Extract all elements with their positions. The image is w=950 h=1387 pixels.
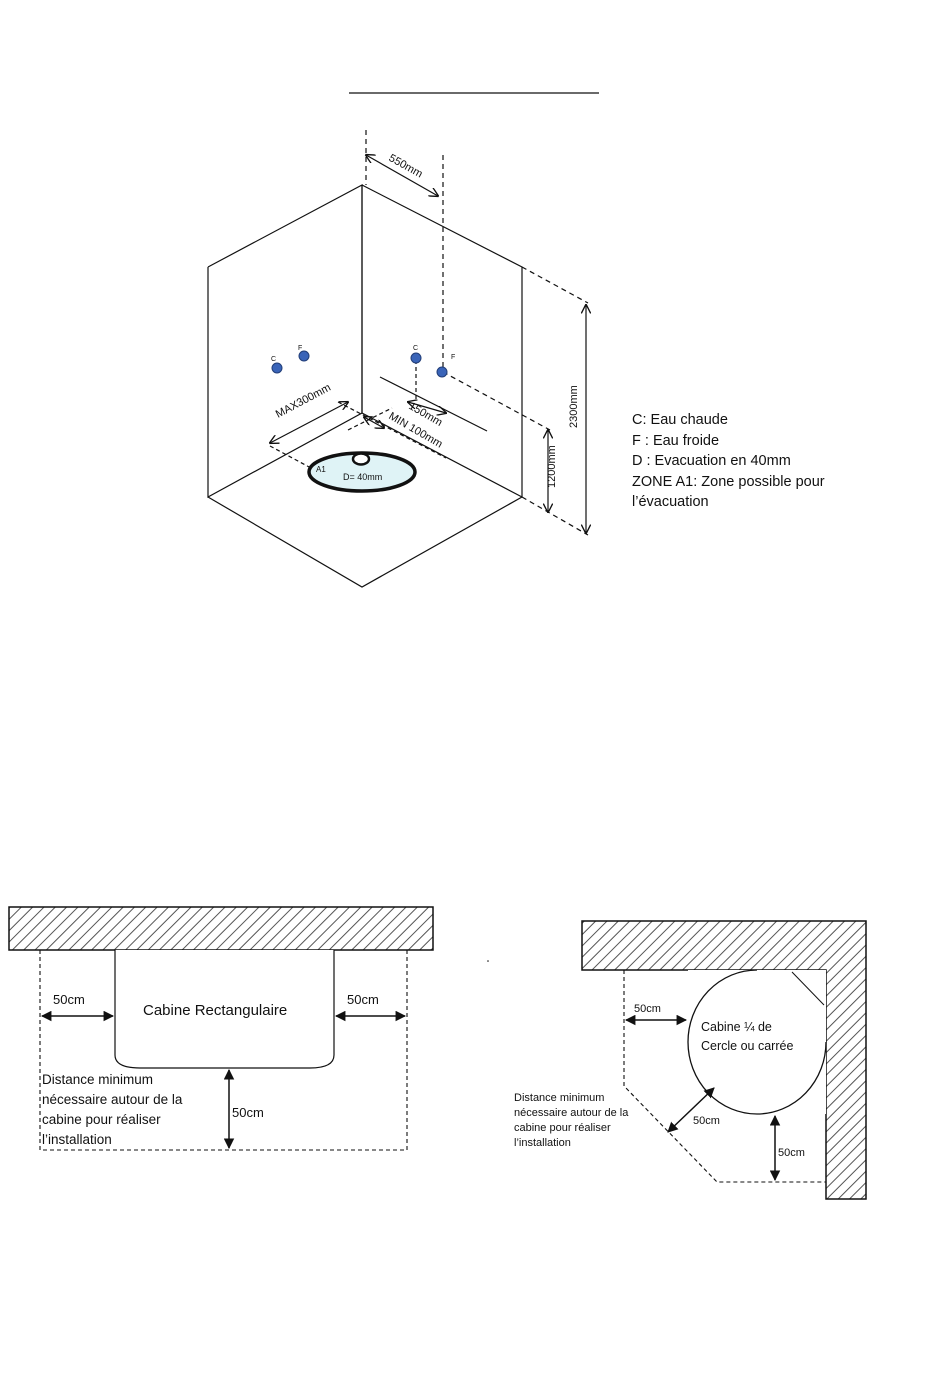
dim-1200-label: 1200mm [546,445,558,488]
rect-cabin-outline [114,950,335,1069]
dim-150-arrow [408,402,446,413]
height-bottom-dash [521,496,589,536]
right-wall [361,184,523,497]
rect-dim-front-label: 50cm [232,1105,264,1120]
rect-note: Distance minimum nécessaire autour de la… [42,1072,183,1147]
pipe-hot-left-label: C [271,356,276,363]
rect-cabin-plan [8,906,434,1151]
corner-cabin-title-line: Cabine ¼ de [701,1020,772,1034]
rect-cabin-title: Cabine Rectangulaire [143,1002,287,1019]
corner-dim-left-label: 50cm [634,1003,661,1015]
corner-cabin-title-line: Cercle ou carrée [701,1039,793,1053]
drain-label: D= 40mm [343,472,382,482]
corner-note-line: Distance minimum [514,1092,604,1104]
dim-max-arrow [270,402,348,443]
rect-wall-hatch [8,906,434,951]
floor [207,496,523,588]
pipe-hot-left-dot [271,362,283,374]
dim-550-arrow [366,155,438,196]
dim-min-arrow [364,417,384,428]
left-wall [207,184,363,499]
pipe-cold-left-dot [298,350,310,362]
stray-dot [487,960,489,962]
corner-dim-bottom-label: 50cm [778,1147,805,1159]
drain-hole [351,452,371,466]
corner-cabin-chord [791,971,825,1006]
rect-dim-left-label: 50cm [53,992,85,1007]
pipe-cold-right-dot [436,366,448,378]
dim-550-label: 550mm [387,152,425,180]
pipe-cold-right-label: F [451,354,455,361]
corner-dim-diag-label: 50cm [693,1115,720,1127]
dim-2300-label: 2300mm [568,385,580,428]
legend-item-cold: F : Eau froide [632,432,720,449]
shower-room-3d [207,130,589,588]
floor-corner [361,412,523,498]
corner-dim-diag-arrow [667,1087,715,1133]
legend-item-zone: ZONE A1: Zone possible pour l’évacuation [632,473,825,511]
rect-note-line: nécessaire autour de la [42,1092,183,1107]
corner-wall-hatch [581,920,867,1200]
pipe-hot-right-dot [410,352,422,364]
corner-note: Distance minimum nécessaire autour de la… [514,1092,629,1149]
legend: C: Eau chaude F : Eau froide D : Evacuat… [632,410,872,513]
height-top-dash [521,266,589,304]
pipe-hot-right-label: C [413,345,418,352]
zone-a1-label: A1 [316,465,326,474]
rect-note-line: l’installation [42,1132,112,1147]
rect-dim-right-label: 50cm [347,992,379,1007]
corner-cabin-plan [581,920,867,1200]
corner-clearance-dash [623,970,826,1183]
rect-note-line: cabine pour réaliser [42,1112,161,1127]
rect-note-line: Distance minimum [42,1072,153,1087]
legend-item-drain: D : Evacuation en 40mm [632,453,791,469]
corner-note-line: cabine pour réaliser [514,1122,611,1134]
pipe-height-dash [442,371,551,431]
zone-side-dash [347,407,393,431]
zone-max-dash-b [337,401,447,459]
corner-note-line: nécessaire autour de la [514,1107,629,1119]
pipe-cold-left-label: F [298,345,302,352]
corner-note-line: l’installation [514,1137,571,1149]
rect-clearance-dash [39,950,408,1151]
legend-item-hot: C: Eau chaude [632,412,728,428]
